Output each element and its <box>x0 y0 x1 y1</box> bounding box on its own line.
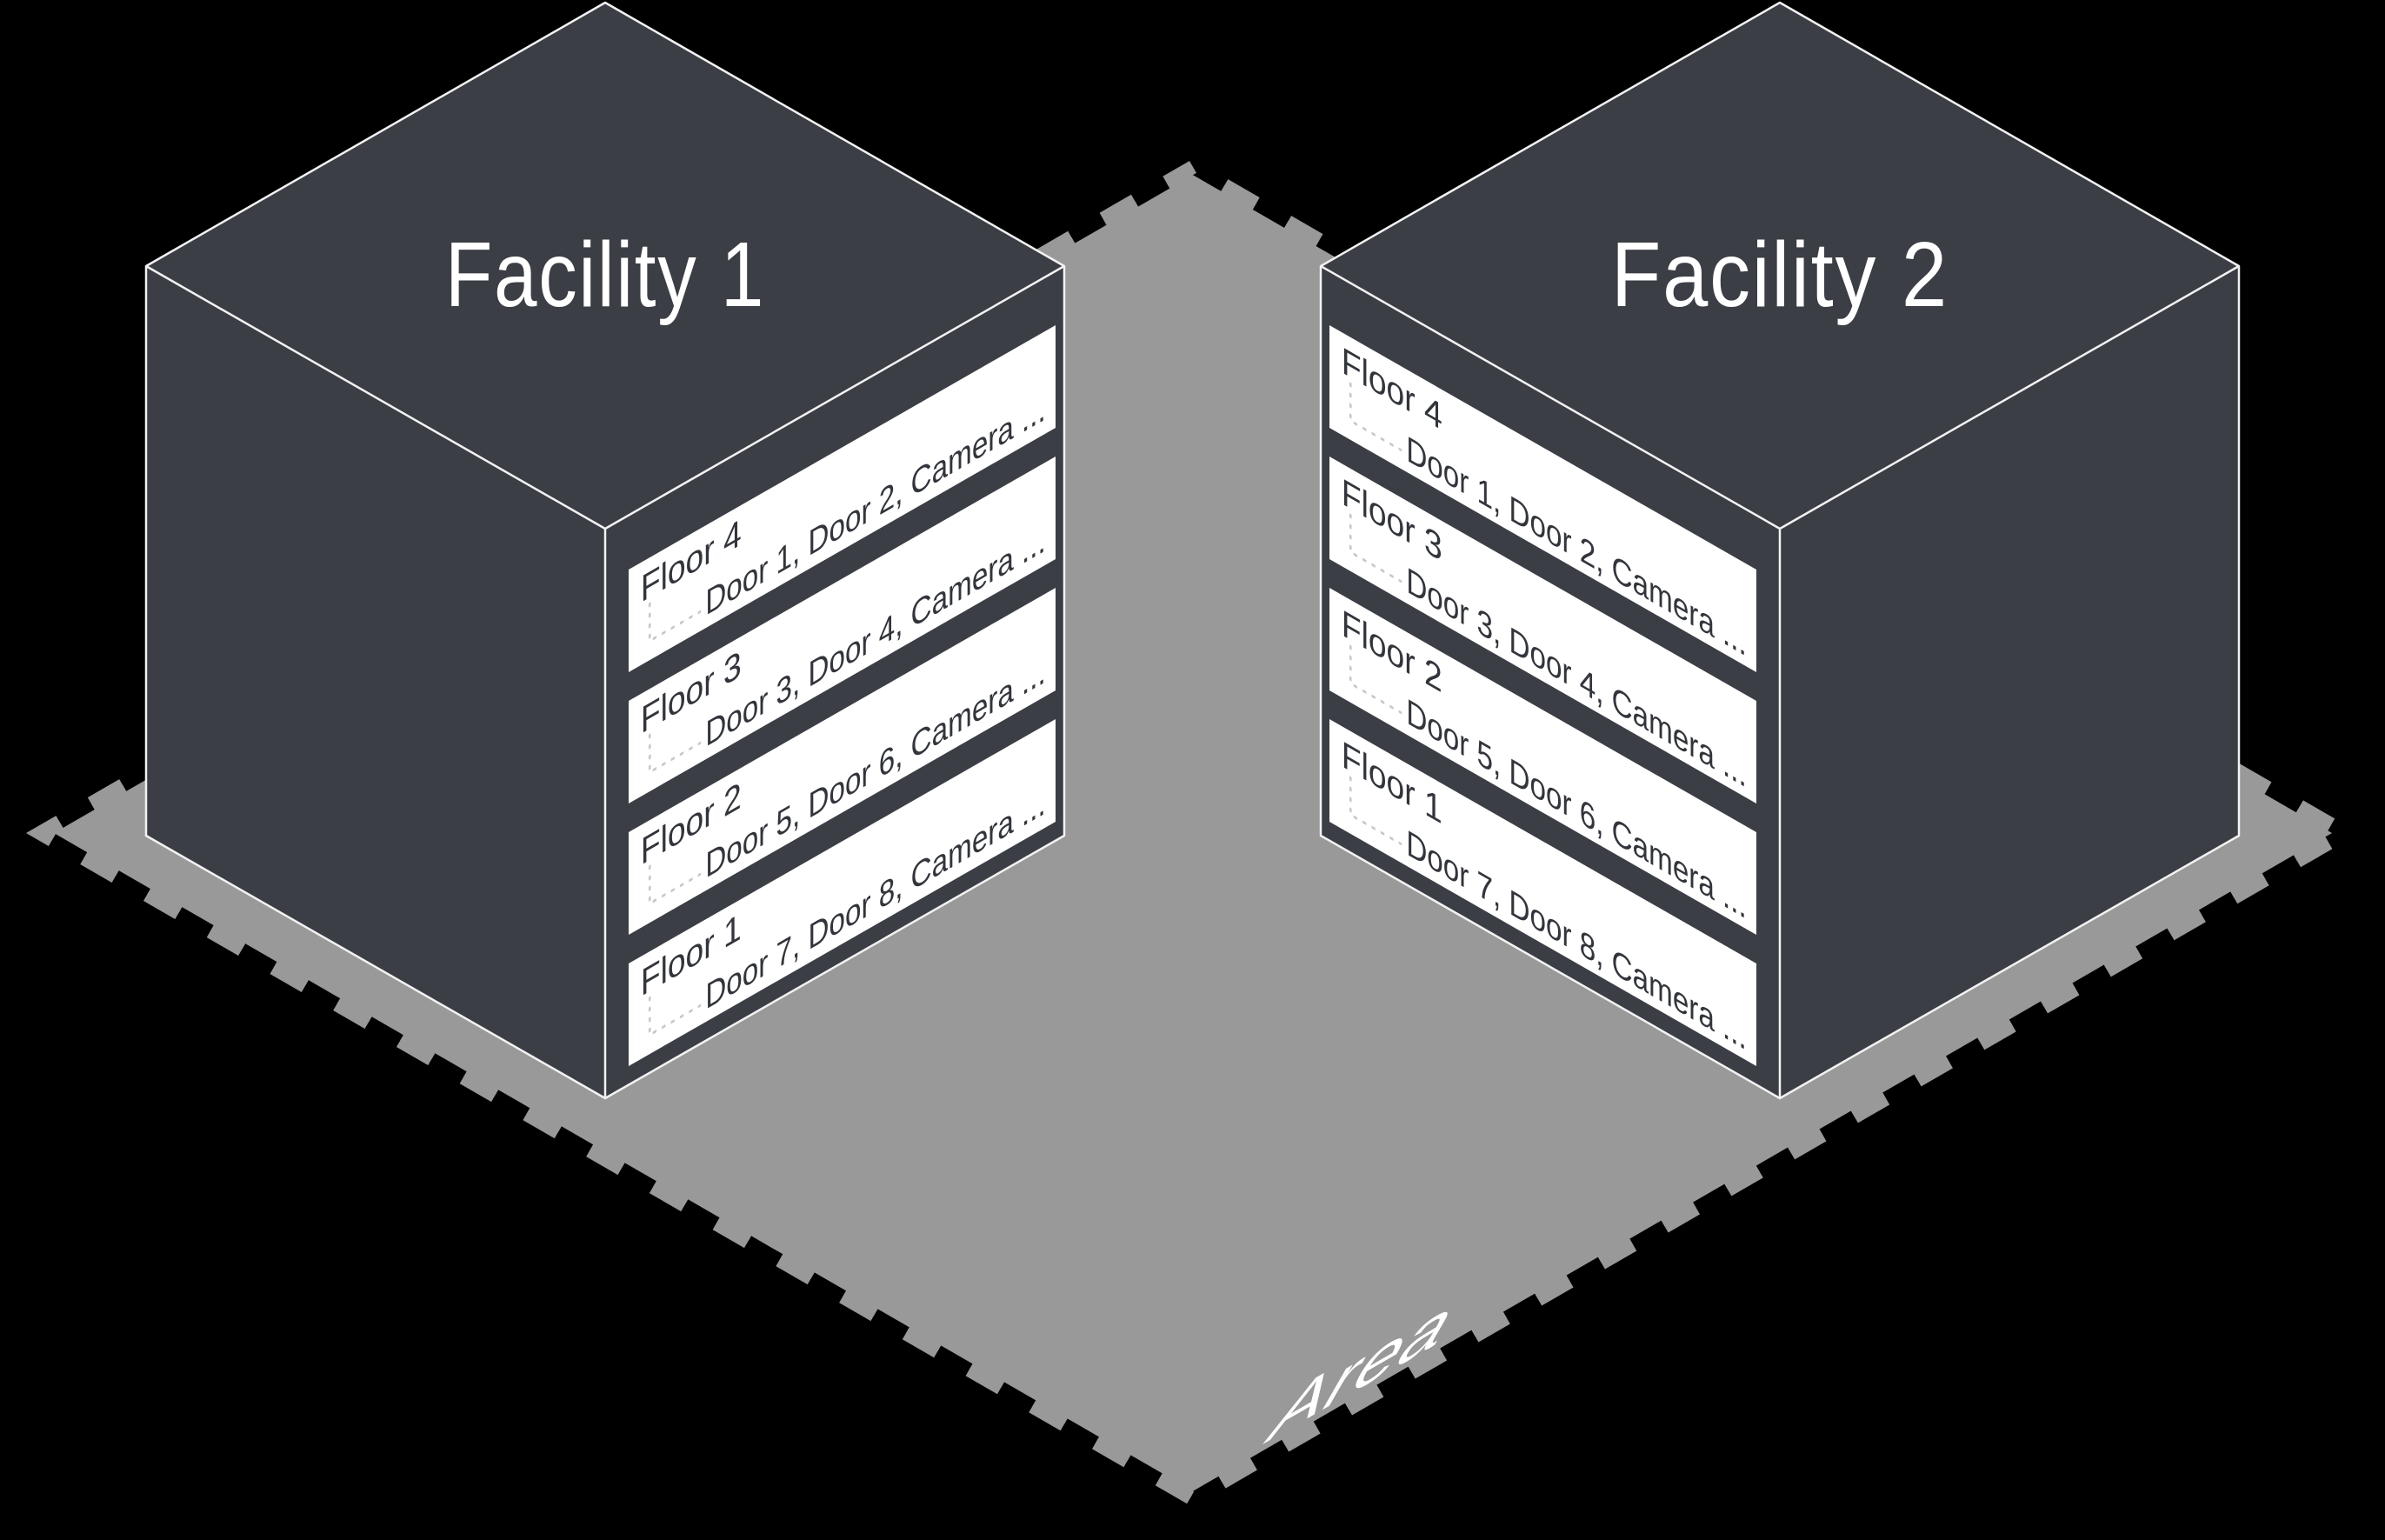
tree-connector-icon <box>648 864 702 906</box>
floor-slat-panel <box>629 457 1056 803</box>
facility-1-cube: Facility 1 Floor 4 Door 1, Door 2, Camer… <box>144 1 1066 1100</box>
facility-1-edges <box>145 264 1065 1098</box>
facility-2-edges <box>1320 264 2240 1098</box>
facility-2-floors: Floor 4 Door 1, Door 2, Camera ... Floor… <box>1329 325 1756 1066</box>
floor-slat-panel <box>629 588 1056 935</box>
facility-2-cube: Facility 2 Floor 4 Door 1, Door 2, Camer… <box>1319 1 2241 1100</box>
tree-connector-icon <box>648 602 702 643</box>
tree-connector-icon <box>1349 644 1402 715</box>
tree-connector-icon <box>1349 382 1402 452</box>
floor-slat-panel <box>629 325 1056 672</box>
floor-slat-panel <box>1329 588 1756 935</box>
facility-1-title: Facility 1 <box>445 223 765 326</box>
tree-connector-icon <box>648 996 702 1037</box>
tree-connector-icon <box>1349 776 1402 846</box>
facility-2-title: Facility 2 <box>1611 223 1949 326</box>
floor-slat-panel <box>629 719 1056 1066</box>
tree-connector-icon <box>648 733 702 775</box>
floor-slat-panel <box>1329 325 1756 672</box>
floor-slat-panel <box>1329 719 1756 1066</box>
floor-slat-panel <box>1329 457 1756 803</box>
tree-connector-icon <box>1349 513 1402 583</box>
